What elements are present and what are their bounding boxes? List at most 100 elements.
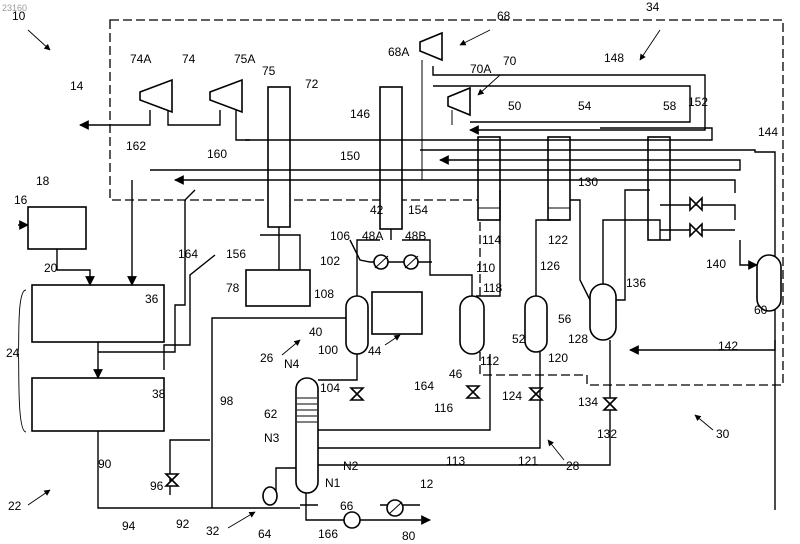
ref-113: 113	[446, 454, 465, 468]
ref-N3: N3	[264, 431, 280, 445]
line-140	[740, 240, 757, 265]
ref-40: 40	[309, 325, 323, 339]
ref-146: 146	[350, 107, 370, 121]
line-152	[433, 86, 690, 122]
ref-162: 162	[126, 139, 146, 153]
pump-64	[263, 487, 277, 505]
ref-62: 62	[264, 407, 278, 421]
heat-exchanger-58	[648, 137, 670, 240]
ref-166: 166	[318, 527, 338, 541]
ref-N1: N1	[325, 476, 341, 490]
ref-120: 120	[548, 351, 568, 365]
ref-121: 121	[518, 454, 538, 468]
ref-148: 148	[604, 51, 624, 65]
separator-40	[346, 296, 368, 354]
ref-78: 78	[226, 281, 240, 295]
ref-144: 144	[758, 125, 778, 139]
ref-28: 28	[566, 459, 580, 473]
ref-48B: 48B	[405, 229, 426, 243]
valve-134	[604, 398, 616, 410]
unit-78	[246, 270, 310, 306]
ref-14: 14	[70, 79, 84, 93]
unit-44	[372, 292, 422, 334]
ref-154: 154	[408, 203, 428, 217]
ref-68: 68	[497, 9, 511, 23]
ref-26: 26	[260, 351, 274, 365]
separator-52	[525, 296, 547, 352]
ref-12: 12	[420, 477, 434, 491]
ref-20: 20	[44, 261, 58, 275]
ref-132: 132	[597, 427, 617, 441]
ref-46: 46	[449, 367, 463, 381]
ref-160: 160	[207, 147, 227, 161]
separator-56	[590, 284, 616, 340]
ref-72: 72	[305, 77, 319, 91]
ref-134: 134	[578, 395, 598, 409]
ref-74: 74	[182, 52, 196, 66]
ref-164-upper: 164	[178, 247, 198, 261]
ref-42: 42	[370, 203, 384, 217]
ref-75A: 75A	[234, 52, 255, 66]
heat-exchanger-80	[387, 500, 403, 516]
ref-94: 94	[122, 519, 136, 533]
ref-116: 116	[434, 401, 453, 415]
heat-exchanger-48A	[374, 255, 388, 269]
ref-52: 52	[512, 332, 526, 346]
ref-36: 36	[145, 292, 159, 306]
ref-112: 112	[480, 354, 499, 368]
heat-exchanger-72	[268, 87, 290, 227]
ref-150: 150	[340, 149, 360, 163]
unit-18	[28, 207, 86, 249]
compressor-74	[140, 80, 172, 112]
ref-58: 58	[663, 99, 677, 113]
ref-130: 130	[578, 175, 598, 189]
product-outlet-14	[80, 110, 150, 125]
ref-74A: 74A	[130, 52, 151, 66]
ref-24: 24	[6, 346, 20, 360]
compressor-75	[210, 80, 242, 112]
line-166	[306, 493, 430, 520]
ref-108: 108	[314, 287, 334, 301]
valve-104	[351, 388, 363, 400]
ref-142: 142	[718, 339, 738, 353]
ref-30: 30	[716, 427, 730, 441]
ref-80: 80	[402, 529, 416, 543]
separator-46	[460, 296, 484, 354]
ref-34: 34	[646, 0, 660, 14]
ref-48A: 48A	[362, 229, 383, 243]
ref-44: 44	[368, 344, 382, 358]
ref-140: 140	[706, 257, 726, 271]
ref-60: 60	[754, 303, 768, 317]
ref-156: 156	[226, 247, 246, 261]
compressor-70	[448, 88, 470, 125]
ref-96: 96	[150, 479, 164, 493]
ref-18: 18	[36, 174, 50, 188]
ref-118: 118	[483, 281, 502, 295]
ref-92: 92	[176, 517, 190, 531]
ref-32: 32	[206, 524, 220, 538]
ref-70A: 70A	[470, 62, 491, 76]
ref-98: 98	[220, 394, 234, 408]
ref-114: 114	[482, 233, 501, 247]
ref-75: 75	[262, 64, 276, 78]
unit-38	[32, 378, 164, 431]
ref-104: 104	[320, 381, 340, 395]
ref-90: 90	[98, 457, 112, 471]
ref-152: 152	[688, 95, 708, 109]
pump-66	[344, 512, 360, 528]
ref-100: 100	[318, 343, 338, 357]
ref-54: 54	[578, 99, 592, 113]
valve-112	[467, 386, 479, 398]
ref-110: 110	[476, 261, 495, 275]
line-142	[630, 340, 775, 350]
ref-106: 106	[330, 229, 350, 243]
ref-56: 56	[558, 312, 572, 326]
ref-66: 66	[340, 499, 354, 513]
ref-10: 10	[12, 9, 26, 23]
ref-68A: 68A	[388, 45, 409, 59]
ref-164-lower: 164	[414, 379, 434, 393]
ref-38: 38	[152, 387, 166, 401]
ref-64: 64	[258, 527, 272, 541]
valve-lower-130	[690, 224, 702, 236]
